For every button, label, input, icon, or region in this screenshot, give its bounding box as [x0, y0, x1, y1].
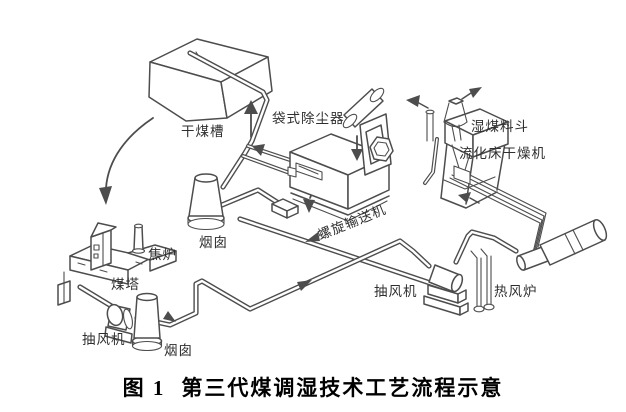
label-coal-tower: 煤塔 [111, 277, 140, 292]
screw-conveyor-line [237, 216, 448, 291]
figure-number: 图 1 [122, 376, 166, 400]
figure-caption: 图 1 第三代煤调湿技术工艺流程示意 [0, 364, 626, 410]
figure-title: 第三代煤调湿技术工艺流程示意 [181, 376, 504, 400]
rotary-feeder-cylinder [342, 87, 429, 129]
chimney-bottom-shape [131, 292, 163, 352]
filter-inlet-pipe [241, 144, 292, 174]
exhaust-fan-left-shape [104, 303, 133, 344]
hot-blast-stove [470, 218, 608, 313]
fluidized-bed-dryer [423, 108, 509, 209]
chimney-duct-middle [219, 187, 286, 209]
label-coke-oven: 焦炉 [148, 247, 177, 262]
hot-gas-flow-arrow [458, 192, 480, 204]
cyclone-separator [369, 136, 394, 162]
stove-to-fan-pipe [453, 229, 519, 265]
tower-down-duct [57, 271, 71, 306]
label-fluidized-bed-dryer: 流化床干燥机 [459, 146, 546, 161]
tank-feed-pipe [187, 50, 270, 190]
duct-flow-arrow-main [297, 280, 312, 291]
coke-oven-stack [131, 223, 146, 254]
label-exhaust-fan-left: 抽风机 [82, 332, 126, 347]
chimney-middle-shape [187, 173, 225, 231]
label-dry-coal-tank: 干煤槽 [181, 124, 225, 139]
main-gas-duct [134, 238, 432, 328]
recycle-arrow-tank-to-tower [99, 117, 154, 205]
label-exhaust-fan-middle: 抽风机 [374, 284, 418, 299]
label-wet-coal-hopper: 湿煤料斗 [471, 119, 529, 134]
flow-arrow-to-tank [252, 144, 265, 156]
label-hot-blast-stove: 热风炉 [494, 284, 538, 299]
coal-tower [90, 222, 117, 271]
process-flow-diagram: 干煤槽 袋式除尘器 湿煤料斗 流化床干燥机 螺旋输送机 焦炉 烟囱 煤塔 抽风机… [57, 38, 608, 358]
hot-gas-pipe-bundle [449, 167, 547, 258]
duct-flow-arrow-left [163, 311, 176, 322]
label-bag-dust-collector: 袋式除尘器 [272, 111, 345, 126]
exhaust-fan-middle-shape [423, 264, 469, 316]
conveyor-flow-arrow [305, 232, 320, 242]
rotary-valve-box [271, 198, 299, 219]
wet-coal-hopper [443, 87, 482, 142]
label-chimney-middle: 烟囱 [199, 235, 228, 250]
label-chimney-bottom: 烟囱 [164, 343, 193, 358]
up-flow-arrow [244, 100, 258, 138]
